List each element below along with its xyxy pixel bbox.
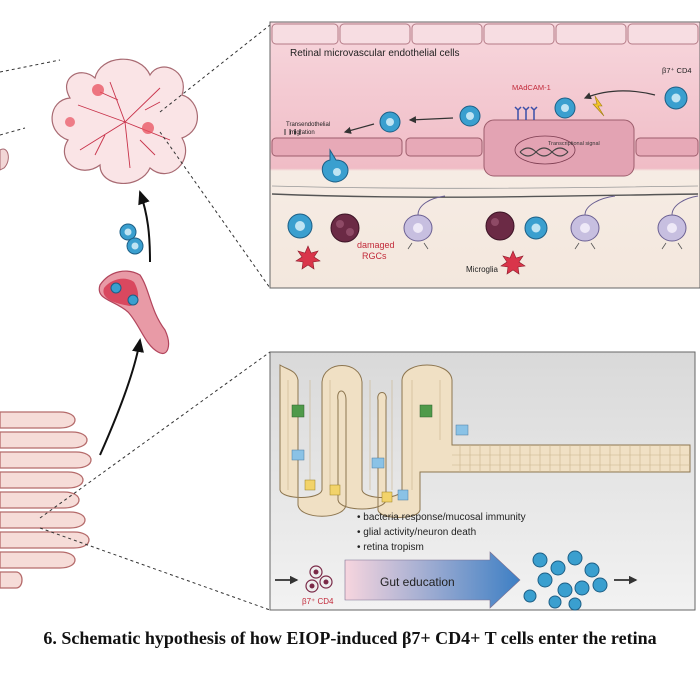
transcriptional-signal-label: Transcriptional signal [548,141,600,147]
figure-caption: 6. Schematic hypothesis of how EIOP-indu… [43,628,657,648]
transendothelial-label-1: Transendothelial [286,122,330,128]
zoom-lines-retina [0,24,271,289]
gut-panel: • bacteria response/mucosal immunity • g… [269,351,696,611]
b7-cd4-cluster [305,565,333,593]
gut-education-arrow [344,551,521,609]
transendothelial-label-2: migration [290,130,315,136]
intestine [0,411,92,589]
gut-education-label: Gut education [380,575,455,589]
gut-bullet-1: • bacteria response/mucosal immunity [357,512,526,523]
arrow-gut-to-vessel [99,338,144,456]
microglia-label: Microglia [466,265,499,274]
retina-panel: Retinal microvascular endothelial cells … [269,21,700,289]
retina-flatmount [51,58,198,184]
arrow-to-retina [138,190,151,263]
damaged-rgcs-label-1: damaged [357,240,395,250]
retina-panel-title: Retinal microvascular endothelial cells [290,48,460,59]
eye-edge [0,148,9,171]
gut-bullet-3: • retina tropism [357,542,424,553]
retina-lower-cells [287,195,699,275]
gut-bullet-2: • glial activity/neuron death [357,527,476,538]
blood-vessel [98,270,170,354]
b7-cd4-label-retina: β7⁺ CD4 [662,66,692,75]
zoom-lines-gut [39,351,271,611]
damaged-rgcs-label-2: RGCs [362,251,387,261]
madcam-label: MAdCAM-1 [512,83,551,92]
tcell-pair [119,223,144,255]
b7-cd4-label-gut: β7⁺ CD4 [302,597,334,606]
educated-tcells [523,550,608,611]
